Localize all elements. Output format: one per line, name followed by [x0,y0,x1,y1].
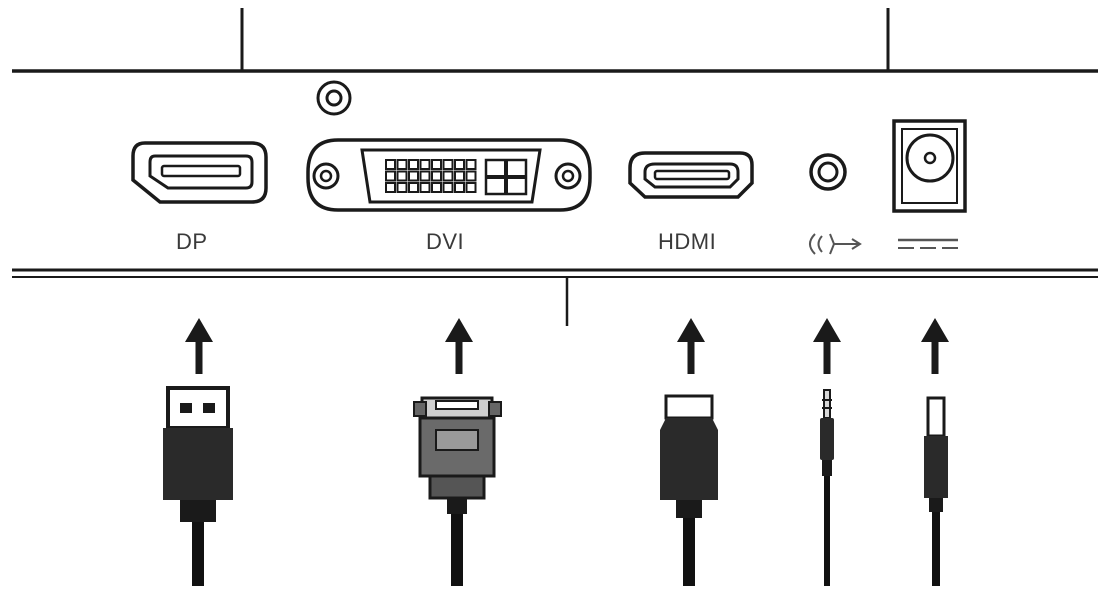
connection-arrows [185,318,949,374]
dvi-pin [419,182,431,193]
dvi-port-icon [306,138,592,212]
cables [192,474,940,586]
dvi-pin [454,159,465,170]
audio-arrow-up-icon [813,318,841,342]
dvi-pin [465,159,477,170]
dvi-pin [454,170,465,182]
dvi-pin [431,182,442,193]
hdmi-plug-icon [660,394,718,518]
dvi-pin [408,170,419,182]
dvi-pin [454,182,465,193]
dvi-pin-grid [385,159,477,193]
dvi-pin [408,182,419,193]
dvi-label: DVI [426,229,465,254]
dp-label: DP [176,229,208,254]
dvi-pin [431,170,442,182]
dvi-pin [408,159,419,170]
audio-cable [824,474,830,586]
dc-power-port-icon [892,119,967,213]
dvi-pin [385,159,396,170]
dvi-cable [451,512,463,586]
dvi-pin [442,159,454,170]
dp-port-icon [131,141,268,204]
displayport-plug-icon [163,386,233,522]
dvi-pin [431,159,442,170]
hdmi-port-icon [628,151,754,199]
dvi-arrow-shaft [455,336,463,374]
monitor-panel [12,8,1098,326]
power-arrow-up-icon [921,318,949,342]
audio-port-icon [809,153,847,191]
dvi-pin [419,159,431,170]
dvi-pin [385,182,396,193]
dc-barrel-plug-icon [924,396,948,512]
mount-screw-icon [316,80,352,116]
hdmi-cable [683,516,695,586]
dvi-pin [396,170,408,182]
dp-arrow-up-icon [185,318,213,342]
power-cable [932,510,940,586]
dvi-pin [396,159,408,170]
dvi-pin [385,170,396,182]
dvi-pin [396,182,408,193]
dp-arrow-shaft [195,336,203,374]
dvi-pin [442,182,454,193]
power-arrow-shaft [931,336,939,374]
dvi-arrow-up-icon [445,318,473,342]
dc-power-icon [898,238,958,249]
dvi-pin [465,170,477,182]
hdmi-arrow-shaft [687,336,695,374]
dvi-pin [419,170,431,182]
audio-arrow-shaft [823,336,831,374]
hdmi-arrow-up-icon [677,318,705,342]
dvi-plug-icon [413,396,502,514]
displayport-cable [192,520,204,586]
hdmi-label: HDMI [658,229,717,254]
audio-jack-plug-icon [820,389,834,476]
audio-out-icon [809,233,862,255]
dvi-pin [465,182,477,193]
dvi-pin [442,170,454,182]
